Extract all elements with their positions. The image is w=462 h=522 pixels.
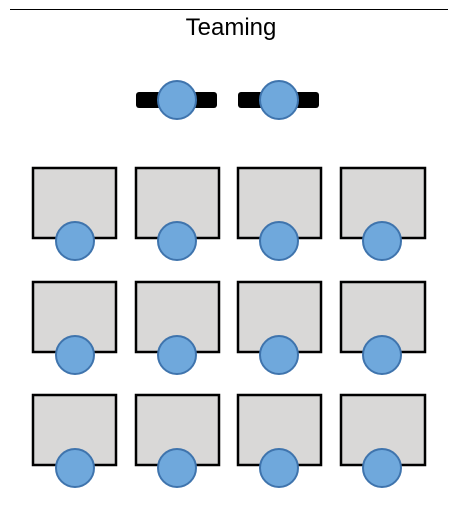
top-rule	[10, 9, 448, 10]
person-icon	[157, 80, 197, 120]
desk-station	[339, 166, 427, 261]
person-icon	[55, 448, 95, 488]
person-icon	[362, 335, 402, 375]
desk-station	[236, 393, 323, 488]
desk-station	[31, 393, 118, 488]
desk-row-1	[31, 166, 427, 261]
desk-station	[339, 393, 427, 488]
person-icon	[362, 448, 402, 488]
front-station-right	[238, 80, 319, 120]
person-icon	[362, 221, 402, 261]
desk-row-2	[31, 280, 427, 375]
page-title: Teaming	[185, 14, 277, 41]
desk-row-3	[31, 393, 427, 488]
person-icon	[259, 80, 299, 120]
person-icon	[55, 335, 95, 375]
desk-station	[339, 280, 427, 375]
person-icon	[157, 335, 197, 375]
person-icon	[259, 221, 299, 261]
desk-station	[134, 166, 221, 261]
person-icon	[157, 448, 197, 488]
person-icon	[259, 335, 299, 375]
front-station-left	[136, 80, 217, 120]
desk-station	[31, 166, 118, 261]
desk-station	[134, 280, 221, 375]
desk-station	[236, 280, 323, 375]
person-icon	[157, 221, 197, 261]
desk-station	[134, 393, 221, 488]
desk-station	[31, 280, 118, 375]
person-icon	[55, 221, 95, 261]
person-icon	[259, 448, 299, 488]
desk-station	[236, 166, 323, 261]
